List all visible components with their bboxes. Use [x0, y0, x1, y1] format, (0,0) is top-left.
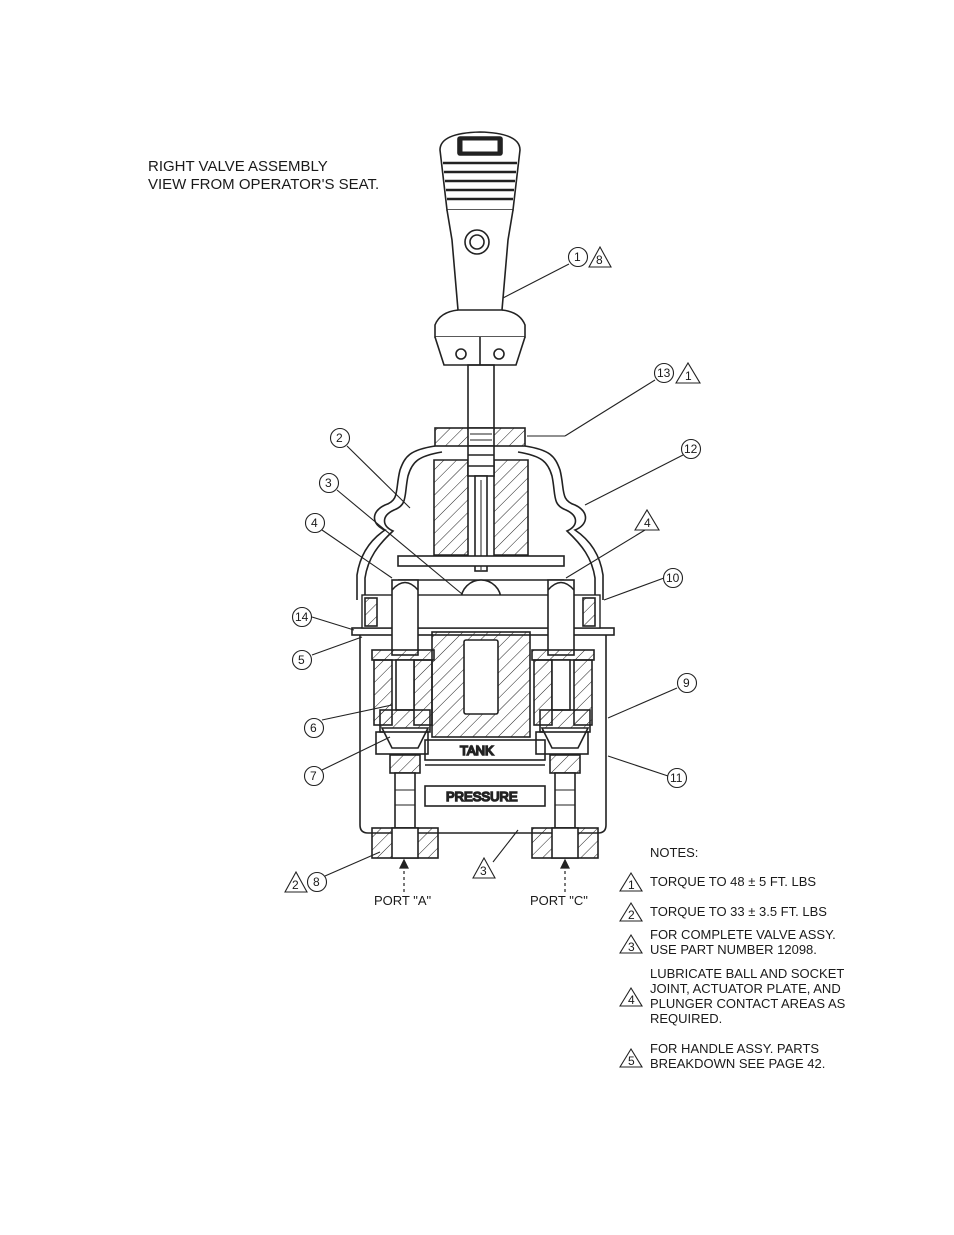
valve-body: TANK PRESSURE: [359, 579, 607, 859]
callout-6: 6: [310, 721, 317, 735]
svg-text:1: 1: [628, 878, 635, 892]
note-2-triangle-icon: 2: [619, 901, 643, 922]
title-line-1: RIGHT VALVE ASSEMBLY: [148, 158, 328, 175]
callout-triangles: [284, 245, 701, 893]
callout-8: 8: [313, 875, 320, 889]
callout-14: 14: [295, 610, 309, 624]
callout-9: 9: [683, 676, 690, 690]
note-5-line-1: FOR HANDLE ASSY. PARTS: [650, 1041, 820, 1056]
notes-header: NOTES:: [650, 845, 699, 860]
callout-3: 3: [325, 476, 332, 490]
callout-11: 11: [670, 771, 683, 785]
note-3-triangle-icon: 3: [619, 933, 643, 954]
port-c-label: PORT "C": [530, 893, 588, 908]
note-4-triangle-icon: 4: [619, 986, 643, 1007]
callout-7: 7: [310, 769, 317, 783]
note-5-triangle-icon: 5: [619, 1047, 643, 1068]
pressure-label: PRESSURE: [446, 789, 518, 804]
svg-text:2: 2: [628, 908, 635, 922]
callout-12: 12: [684, 442, 698, 456]
handle: [434, 131, 526, 430]
callout-circles: [291, 246, 702, 893]
callout-note2-triangle: 2: [292, 878, 299, 892]
svg-text:4: 4: [628, 993, 635, 1007]
note-3-line-1: FOR COMPLETE VALVE ASSY.: [650, 927, 836, 942]
svg-text:3: 3: [628, 940, 635, 954]
port-a-label: PORT "A": [374, 893, 432, 908]
callout-note1-triangle: 1: [685, 369, 692, 383]
callout-4: 4: [311, 516, 318, 530]
diagram-title: RIGHT VALVE ASSEMBLY VIEW FROM OPERATOR'…: [148, 158, 379, 194]
note-3-line-2: USE PART NUMBER 12098.: [650, 942, 817, 957]
note-4-line-1: LUBRICATE BALL AND SOCKET: [650, 966, 845, 981]
note-5-line-2: BREAKDOWN SEE PAGE 42.: [650, 1056, 826, 1071]
note-1-triangle-icon: 1: [619, 871, 643, 892]
callout-1: 1: [574, 250, 581, 264]
note-4-line-4: REQUIRED.: [650, 1011, 723, 1026]
note-1-text: TORQUE TO 48 ± 5 FT. LBS: [650, 874, 817, 889]
callout-note3-triangle: 3: [480, 864, 487, 878]
leader-lines: [311, 263, 684, 877]
callout-13: 13: [657, 366, 671, 380]
port-arrows: [399, 858, 570, 892]
callout-10: 10: [666, 571, 680, 585]
svg-text:5: 5: [628, 1054, 635, 1068]
callout-8-note5: 8: [596, 253, 603, 267]
tank-label: TANK: [460, 743, 494, 758]
callout-5: 5: [298, 653, 305, 667]
title-line-2: VIEW FROM OPERATOR'S SEAT.: [148, 176, 380, 193]
note-2-text: TORQUE TO 33 ± 3.5 FT. LBS: [650, 904, 827, 919]
note-4-line-3: PLUNGER CONTACT AREAS AS: [650, 996, 846, 1011]
callout-note4-triangle: 4: [644, 516, 651, 530]
note-4-line-2: JOINT, ACTUATOR PLATE, AND: [650, 981, 841, 996]
callout-2: 2: [336, 431, 343, 445]
